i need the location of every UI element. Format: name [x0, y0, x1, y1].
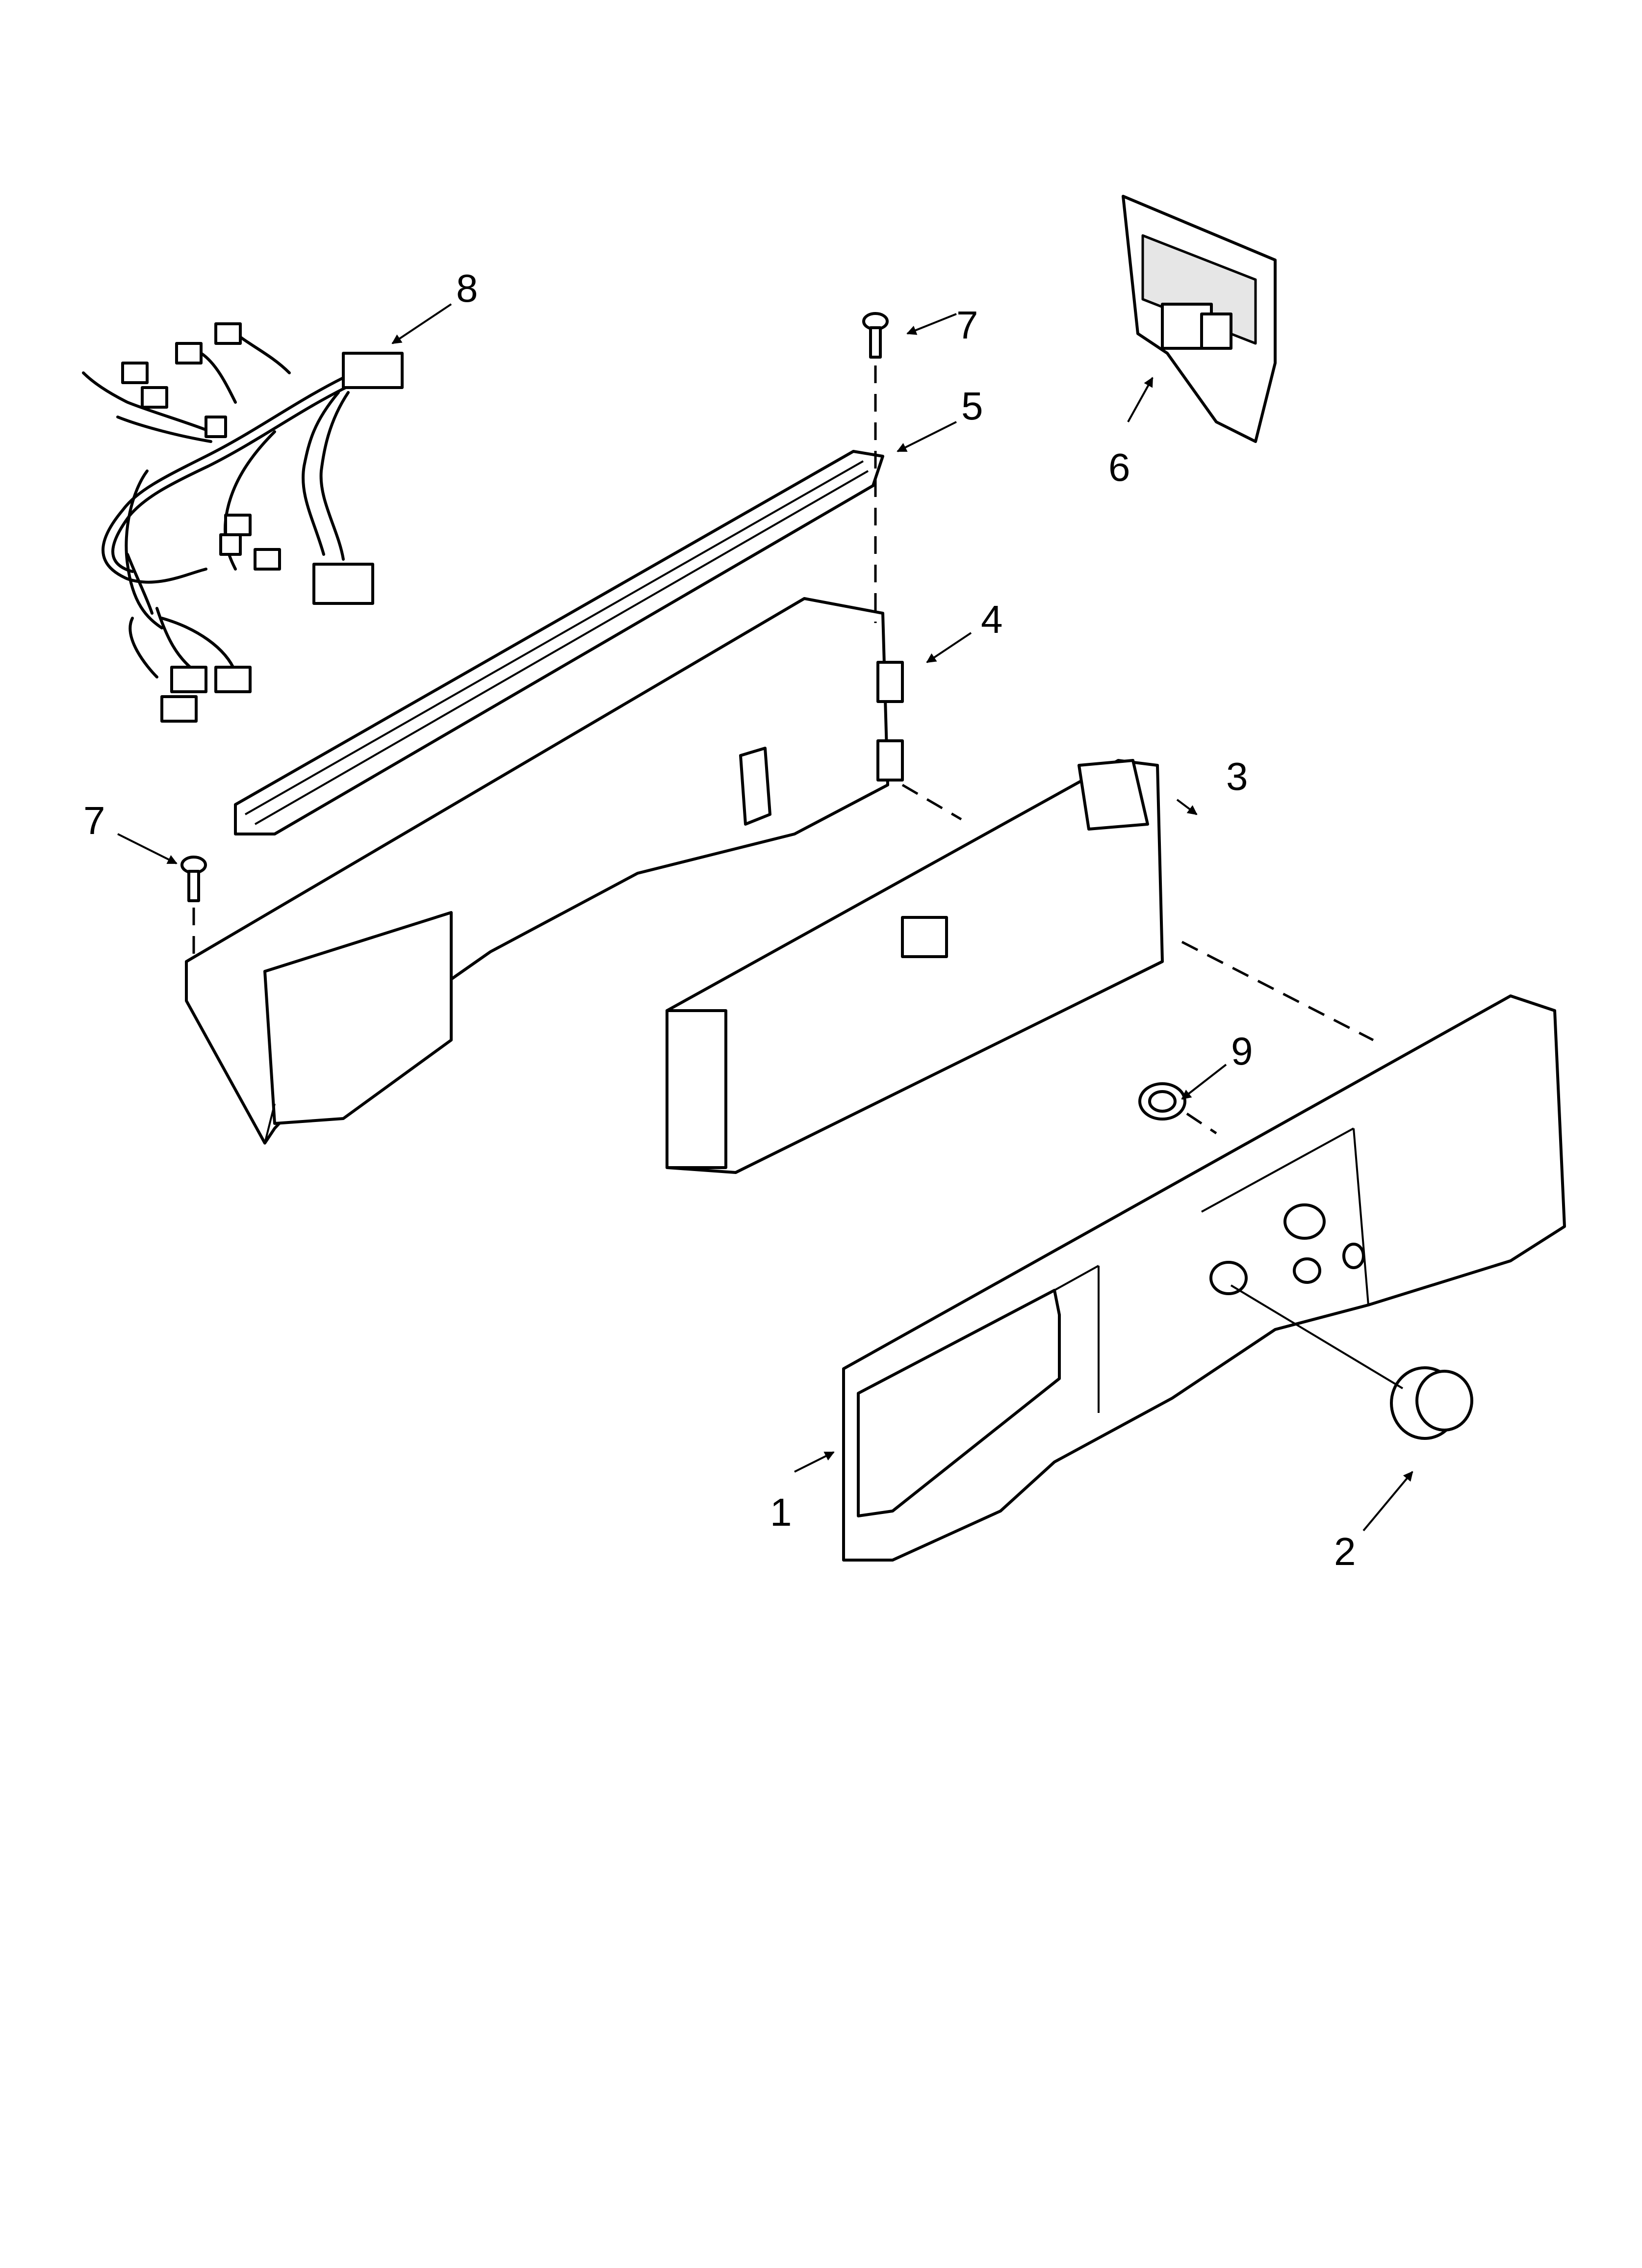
callout-6: 6 [1108, 445, 1130, 489]
wire-harness [82, 322, 404, 723]
callout-labels: 8 7 5 6 4 3 7 9 1 2 [83, 266, 1356, 1573]
callout-9: 9 [1231, 1029, 1253, 1073]
assembly-lines [192, 365, 1404, 1389]
control-board [666, 759, 1164, 1174]
electronic-module [1122, 195, 1277, 443]
screw-upper [862, 312, 889, 359]
control-knob [1390, 1366, 1473, 1440]
bracket-rail [234, 450, 884, 835]
callout-8: 8 [456, 266, 478, 310]
screw-lower [180, 856, 207, 902]
callout-2: 2 [1334, 1530, 1356, 1573]
control-bracket [185, 597, 904, 1145]
callout-1: 1 [770, 1490, 792, 1534]
console-panel [842, 994, 1566, 1562]
callout-7-upper: 7 [956, 303, 978, 347]
bezel-ring [1138, 1082, 1186, 1121]
callout-3: 3 [1226, 755, 1248, 798]
callout-5: 5 [961, 384, 983, 428]
leader-arrows [117, 303, 1413, 1532]
callout-7-lower: 7 [83, 799, 105, 842]
callout-4: 4 [981, 598, 1003, 641]
